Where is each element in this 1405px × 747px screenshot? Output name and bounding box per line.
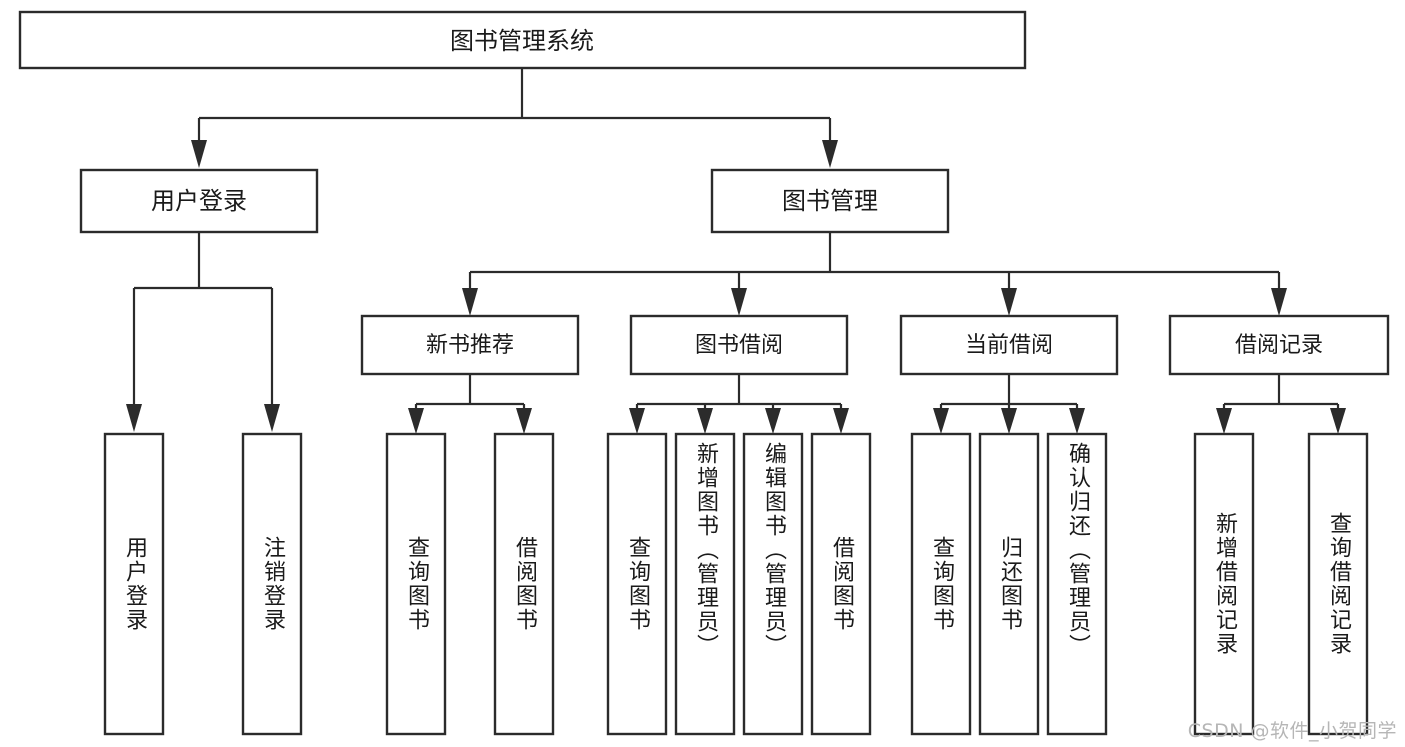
node-current-borrow[interactable]: 当前借阅: [899, 314, 1119, 376]
node-borrow-record-box[interactable]: [1168, 314, 1390, 376]
arrow-head-book-mgmt: [822, 140, 838, 168]
node-current-borrow-box[interactable]: [899, 314, 1119, 376]
connector-group-book-borrow: [629, 374, 849, 434]
leaf-box-borrow-record-1[interactable]: [1193, 432, 1255, 736]
arrow-head-leaf-book-borrow-4: [833, 408, 849, 434]
node-book-management-label: 图书管理: [782, 187, 878, 215]
node-current-borrow-label: 当前借阅: [965, 333, 1053, 358]
connector-group-user-login: [126, 232, 280, 432]
arrow-head-leaf-new-book-1: [408, 408, 424, 434]
connector-group-borrow-record: [1216, 374, 1346, 434]
node-new-book-recommend-label: 新书推荐: [426, 333, 514, 358]
node-book-management-box[interactable]: [710, 168, 950, 234]
node-book-borrow[interactable]: 图书借阅: [629, 314, 849, 376]
leaf-box-new-book-2[interactable]: [493, 432, 555, 736]
node-user-login[interactable]: 用户登录: [79, 168, 319, 234]
leaf-box-current-borrow-2[interactable]: [978, 432, 1040, 736]
leaf-box-borrow-record-2[interactable]: [1307, 432, 1369, 736]
arrow-head-leaf-current-borrow-1: [933, 408, 949, 434]
leaf-box-current-borrow-3[interactable]: [1046, 432, 1108, 736]
node-new-book-recommend-box[interactable]: [360, 314, 580, 376]
arrow-head-current-borrow: [1001, 288, 1017, 316]
arrow-head-leaf-book-borrow-3: [765, 408, 781, 434]
leaf-box-book-borrow-4[interactable]: [810, 432, 872, 736]
leaf-box-book-borrow-3[interactable]: [742, 432, 804, 736]
leaf-box-group: [103, 432, 1369, 736]
arrow-head-leaf-book-borrow-2: [697, 408, 713, 434]
node-book-borrow-box[interactable]: [629, 314, 849, 376]
arrow-head-leaf-borrow-record-1: [1216, 408, 1232, 434]
leaf-box-user-login-1[interactable]: [103, 432, 165, 736]
node-root-box[interactable]: [18, 10, 1027, 70]
node-book-borrow-label: 图书借阅: [695, 333, 783, 358]
node-book-management[interactable]: 图书管理: [710, 168, 950, 234]
connector-group-book-mgmt: [462, 232, 1287, 316]
arrow-head-new-book: [462, 288, 478, 316]
arrow-head-leaf-current-borrow-3: [1069, 408, 1085, 434]
arrow-head-borrow-record: [1271, 288, 1287, 316]
node-root-label: 图书管理系统: [450, 27, 594, 55]
connector-group-current-borrow: [933, 374, 1085, 434]
arrow-head-leaf-borrow-record-2: [1330, 408, 1346, 434]
arrow-head-book-borrow: [731, 288, 747, 316]
arrow-head-leaf-book-borrow-1: [629, 408, 645, 434]
connector-group-root: [191, 68, 838, 168]
node-borrow-record-label: 借阅记录: [1235, 333, 1323, 358]
leaf-box-current-borrow-1[interactable]: [910, 432, 972, 736]
arrow-head-leaf-new-book-2: [516, 408, 532, 434]
arrow-head-leaf-user-login-1: [126, 404, 142, 432]
arrow-head-user-login: [191, 140, 207, 168]
node-new-book-recommend[interactable]: 新书推荐: [360, 314, 580, 376]
node-user-login-label: 用户登录: [151, 187, 247, 215]
node-root[interactable]: 图书管理系统: [18, 10, 1027, 70]
leaf-box-book-borrow-1[interactable]: [606, 432, 668, 736]
arrow-head-leaf-user-login-2: [264, 404, 280, 432]
leaf-box-user-login-2[interactable]: [241, 432, 303, 736]
leaf-box-new-book-1[interactable]: [385, 432, 447, 736]
node-borrow-record[interactable]: 借阅记录: [1168, 314, 1390, 376]
node-user-login-box[interactable]: [79, 168, 319, 234]
connector-group-new-book: [408, 374, 532, 434]
csdn-watermark: CSDN @软件_小贺同学: [1187, 720, 1397, 742]
arrow-head-leaf-current-borrow-2: [1001, 408, 1017, 434]
leaf-box-book-borrow-2[interactable]: [674, 432, 736, 736]
